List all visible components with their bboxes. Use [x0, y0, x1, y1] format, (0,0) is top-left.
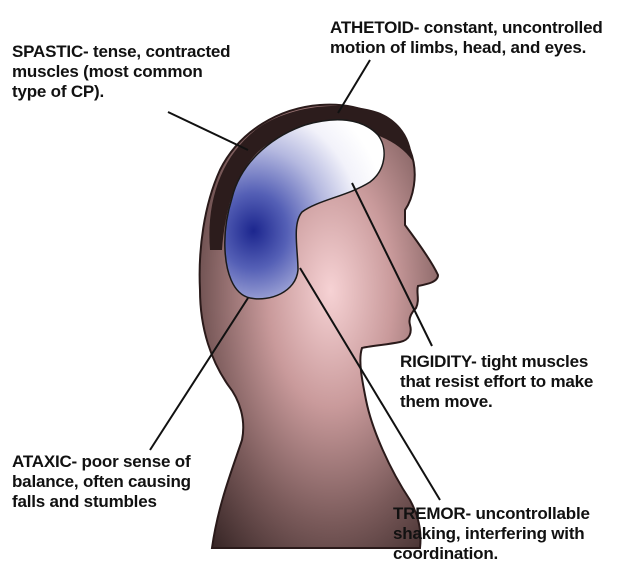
- label-tremor-line-3: coordination.: [393, 544, 590, 564]
- pointer-line-spastic: [168, 112, 248, 150]
- label-spastic-line-2: muscles (most common: [12, 62, 230, 82]
- label-athetoid-line-1: ATHETOID- constant, uncontrolled: [330, 18, 603, 38]
- label-ataxic: ATAXIC- poor sense of balance, often cau…: [12, 452, 191, 512]
- pointer-line-athetoid: [338, 60, 370, 113]
- label-ataxic-line-3: falls and stumbles: [12, 492, 191, 512]
- label-rigidity-line-3: them move.: [400, 392, 593, 412]
- label-tremor-line-1: TREMOR- uncontrollable: [393, 504, 590, 524]
- label-rigidity-line-2: that resist effort to make: [400, 372, 593, 392]
- label-tremor: TREMOR- uncontrollable shaking, interfer…: [393, 504, 590, 564]
- label-spastic: SPASTIC- tense, contracted muscles (most…: [12, 42, 230, 102]
- label-spastic-line-1: SPASTIC- tense, contracted: [12, 42, 230, 62]
- label-athetoid: ATHETOID- constant, uncontrolled motion …: [330, 18, 603, 58]
- label-ataxic-line-2: balance, often causing: [12, 472, 191, 492]
- label-athetoid-line-2: motion of limbs, head, and eyes.: [330, 38, 603, 58]
- label-ataxic-line-1: ATAXIC- poor sense of: [12, 452, 191, 472]
- label-rigidity-line-1: RIGIDITY- tight muscles: [400, 352, 593, 372]
- label-tremor-line-2: shaking, interfering with: [393, 524, 590, 544]
- label-spastic-line-3: type of CP).: [12, 82, 230, 102]
- label-rigidity: RIGIDITY- tight muscles that resist effo…: [400, 352, 593, 412]
